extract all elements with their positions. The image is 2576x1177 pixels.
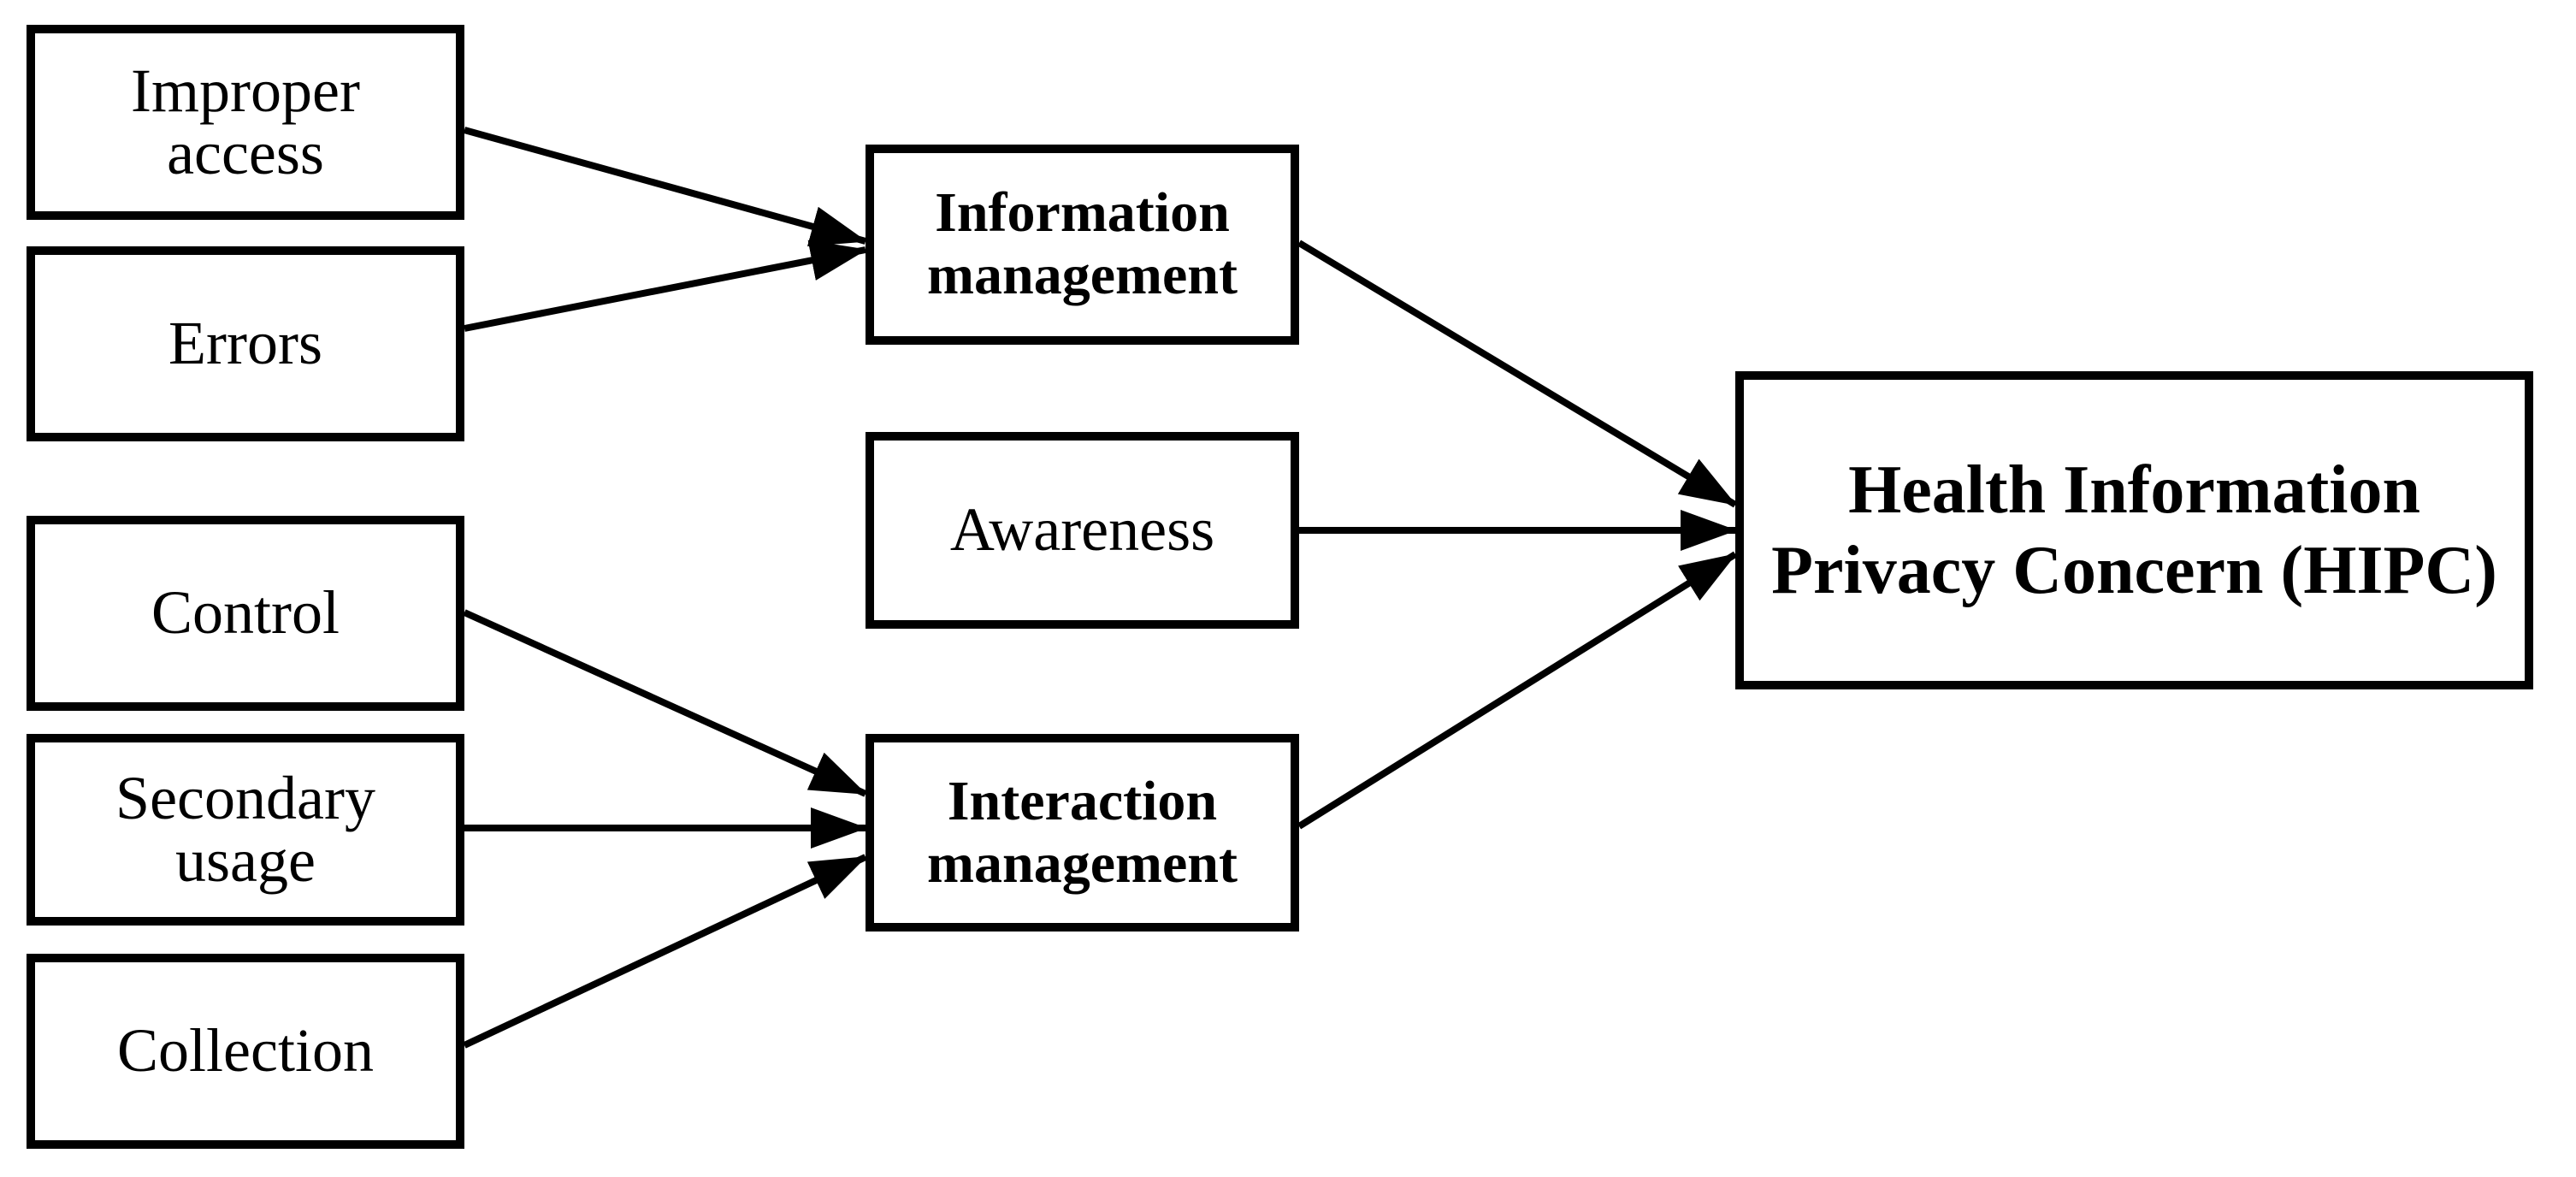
arrow-improper-access-to-information-management <box>463 127 867 247</box>
arrow-collection-to-interaction-management <box>463 854 867 1049</box>
arrow-errors-to-information-management <box>464 240 867 332</box>
node-hipc-label-line1: Health Information <box>1848 452 2420 528</box>
arrow-control-to-interaction-management <box>463 609 867 797</box>
node-collection: Collection <box>27 954 464 1149</box>
node-errors: Errors <box>27 246 464 441</box>
node-improper-access: Improper access <box>27 25 464 220</box>
node-collection-label: Collection <box>117 1016 374 1085</box>
node-control: Control <box>27 516 464 711</box>
node-hipc: Health Information Privacy Concern (HIPC… <box>1735 371 2533 689</box>
node-information-management: Information management <box>866 145 1299 345</box>
node-hipc-label-line2: Privacy Concern (HIPC) <box>1771 533 2497 608</box>
node-errors-label: Errors <box>168 309 322 378</box>
node-information-management-label-line1: Information <box>935 181 1230 245</box>
node-interaction-management: Interaction management <box>866 734 1299 932</box>
node-secondary-usage-label-line2: usage <box>175 826 316 895</box>
node-interaction-management-label-line2: management <box>927 831 1238 895</box>
node-awareness-label: Awareness <box>949 495 1215 565</box>
node-information-management-label-line2: management <box>927 244 1238 306</box>
node-interaction-management-label-line1: Interaction <box>947 769 1218 832</box>
node-improper-access-label-line1: Improper <box>131 56 360 125</box>
node-secondary-usage: Secondary usage <box>27 734 464 926</box>
node-awareness: Awareness <box>866 432 1299 629</box>
node-control-label: Control <box>151 578 340 648</box>
arrow-information-management-to-hipc <box>1297 240 1738 508</box>
node-secondary-usage-label-line1: Secondary <box>115 763 375 832</box>
arrow-interaction-management-to-hipc <box>1297 551 1738 830</box>
node-improper-access-label-line2: access <box>167 119 324 187</box>
